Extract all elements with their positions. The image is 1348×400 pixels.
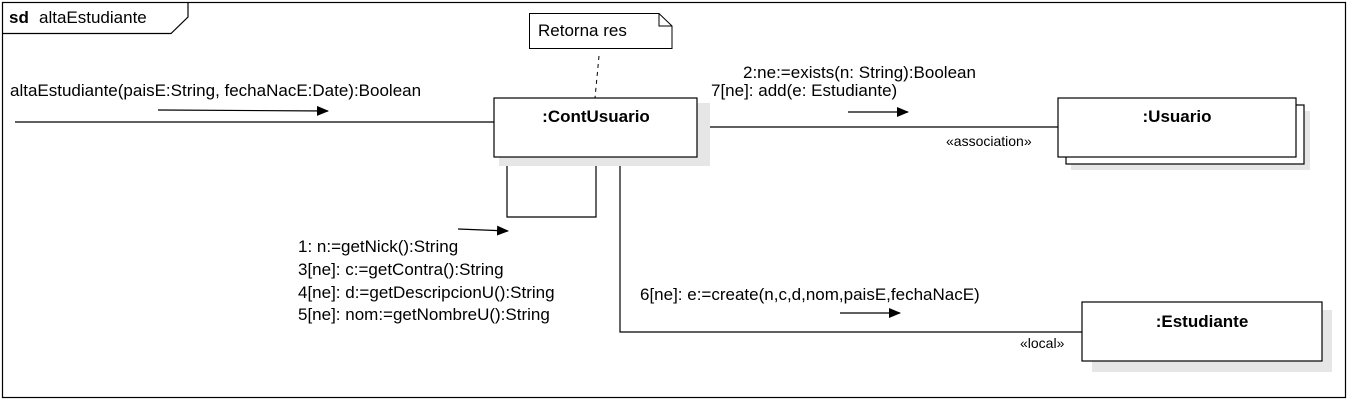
frame-tab — [2, 2, 189, 35]
message-get-descripcion: 4[ne]: d:=getDescripcionU():String — [298, 283, 555, 302]
note-box — [529, 13, 673, 49]
message-create: 6[ne]: e:=create(n,c,d,nom,paisE,fechaNa… — [640, 285, 980, 304]
arrow-self-calls — [457, 225, 509, 236]
frame-title: altaEstudiante — [39, 8, 147, 27]
entry-arrow — [157, 105, 329, 116]
link-to-estudiante — [619, 157, 1082, 333]
cont-usuario-label: :ContUsuario — [542, 107, 650, 126]
message-add: 7[ne]: add(e: Estudiante) — [711, 81, 897, 100]
note-fold — [658, 13, 672, 27]
usuario-label: :Usuario — [1143, 107, 1212, 126]
message-exists: 2:ne:=exists(n: String):Boolean — [743, 63, 976, 82]
self-link-loop — [506, 157, 597, 218]
estudiante-box — [1081, 301, 1323, 362]
stereotype-association: «association» — [946, 133, 1032, 149]
entry-message-label: altaEstudiante(paisE:String, fechaNacE:D… — [10, 81, 421, 100]
stereotype-local: «local» — [1020, 335, 1065, 351]
estudiante-label: :Estudiante — [1156, 312, 1249, 331]
cont-usuario-box — [493, 97, 698, 158]
frame-keyword: sd — [9, 8, 29, 27]
note-anchor-line — [594, 55, 600, 99]
message-get-nombre: 5[ne]: nom:=getNombreU():String — [298, 305, 550, 324]
note-text: Retorna res — [538, 21, 627, 40]
message-get-nick: 1: n:=getNick():String — [298, 237, 458, 256]
usuario-box — [1057, 97, 1297, 158]
message-get-contra: 3[ne]: c:=getContra():String — [298, 260, 504, 279]
